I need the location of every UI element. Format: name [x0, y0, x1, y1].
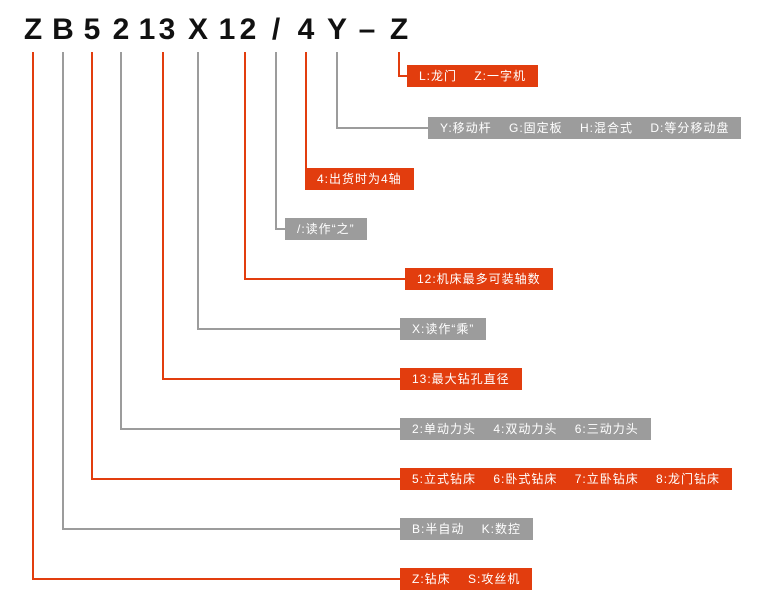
connector-hline [120, 428, 400, 430]
label-box: L:龙门 Z:一字机 [407, 65, 539, 87]
connector-vline [62, 52, 64, 530]
model-char-b: B [52, 13, 74, 46]
label-box: 12:机床最多可装轴数 [405, 268, 553, 290]
connector-vline [275, 52, 277, 230]
connector-hline [62, 528, 400, 530]
model-char-2: 2 [112, 13, 130, 46]
connector-hline [275, 228, 285, 230]
label-box: 5:立式钻床 6:卧式钻床 7:立卧钻床 8:龙门钻床 [400, 468, 733, 490]
connector-hline [244, 278, 405, 280]
model-char-1b: 1 [218, 13, 236, 46]
model-char-dash: – [358, 13, 376, 46]
model-char-slash: / [271, 13, 281, 46]
connector-vline [91, 52, 93, 480]
connector-vline [197, 52, 199, 330]
model-char-x: X [187, 13, 208, 46]
label-box: X:读作“乘” [400, 318, 487, 340]
connector-hline [162, 378, 400, 380]
label-box: Y:移动杆 G:固定板 H:混合式 D:等分移动盘 [428, 117, 742, 139]
connector-hline [32, 578, 400, 580]
connector-vline [398, 52, 400, 77]
model-char-y: Y [326, 13, 347, 46]
connector-vline [336, 52, 338, 129]
connector-hline [91, 478, 400, 480]
label-box: 4:出货时为4轴 [305, 168, 414, 190]
connector-vline [32, 52, 34, 580]
label-box: 13:最大钻孔直径 [400, 368, 522, 390]
connector-vline [162, 52, 164, 380]
model-char-z2: Z [389, 13, 409, 46]
connector-vline [120, 52, 122, 430]
label-box: 2:单动力头 4:双动力头 6:三动力头 [400, 418, 651, 440]
model-char-5: 5 [83, 13, 101, 46]
connector-vline [305, 52, 307, 180]
connector-hline [398, 75, 407, 77]
connector-vline [244, 52, 246, 280]
model-char-3: 3 [158, 13, 176, 46]
connector-hline [336, 127, 428, 129]
model-char-1a: 1 [138, 13, 156, 46]
label-box: B:半自动 K:数控 [400, 518, 534, 540]
label-box: Z:钻床 S:攻丝机 [400, 568, 533, 590]
model-char-2b: 2 [239, 13, 257, 46]
model-char-4: 4 [297, 13, 315, 46]
label-box: /:读作“之” [285, 218, 367, 240]
model-char-z1: Z [23, 13, 43, 46]
connector-hline [197, 328, 400, 330]
